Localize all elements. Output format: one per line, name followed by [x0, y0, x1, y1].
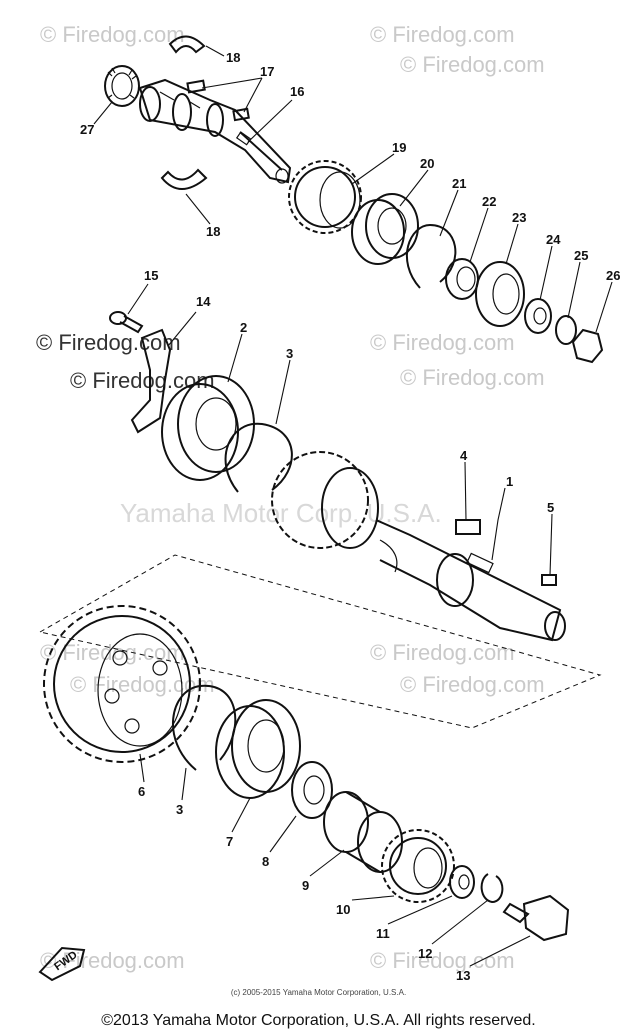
callout-3-lower: 3: [176, 802, 183, 817]
callout-3: 3: [286, 346, 293, 361]
callout-11: 11: [376, 926, 390, 941]
circlip-3-lower: [172, 684, 237, 771]
callout-12: 12: [418, 946, 432, 961]
callout-13: 13: [456, 968, 470, 983]
callout-14: 14: [196, 294, 211, 309]
watermark-firedog: © Firedog.com: [40, 948, 185, 973]
washer-24-hole: [533, 307, 547, 325]
watermark-group: © Firedog.com © Firedog.com © Firedog.co…: [36, 22, 545, 973]
callout-10: 10: [336, 902, 350, 917]
stopper-plate-14: [130, 328, 172, 434]
watermark-firedog: © Firedog.com: [370, 330, 515, 355]
circlip-3: [224, 422, 293, 493]
watermark-firedog-dark: © Firedog.com: [70, 368, 215, 393]
callout-20: 20: [420, 156, 434, 171]
watermark-firedog: © Firedog.com: [400, 672, 545, 697]
watermark-firedog: © Firedog.com: [400, 365, 545, 390]
callout-26: 26: [606, 268, 620, 283]
callout-4: 4: [460, 448, 468, 463]
bolt-15: [109, 311, 144, 334]
callout-6: 6: [138, 784, 145, 799]
callout-1: 1: [506, 474, 513, 489]
gear-19: [288, 160, 362, 234]
callout-labels: 1 2 3 4 5 6 3 7 8 9 10 11 12 13 14 15 16…: [80, 50, 620, 983]
shaft-1: [271, 451, 566, 642]
callout-21: 21: [452, 176, 466, 191]
callout-5: 5: [547, 500, 554, 515]
circlip-21: [405, 223, 457, 289]
bearing-20: [351, 193, 419, 265]
gear-10: [381, 829, 455, 903]
callout-7: 7: [226, 834, 233, 849]
callout-18-bottom: 18: [206, 224, 220, 239]
bolt-13: [502, 894, 570, 942]
callout-27: 27: [80, 122, 94, 137]
small-copyright: (c) 2005-2015 Yamaha Motor Corporation, …: [230, 988, 407, 997]
watermark-firedog: © Firedog.com: [370, 640, 515, 665]
shaft-16: [138, 78, 292, 184]
callout-15: 15: [144, 268, 158, 283]
needle-bearing-27: [104, 65, 140, 107]
washer-24: [524, 298, 552, 334]
spacer-22: [445, 258, 479, 300]
key-17: [186, 79, 206, 94]
callout-19: 19: [392, 140, 406, 155]
callout-18-top: 18: [226, 50, 240, 65]
leader-lines: [93, 45, 613, 967]
fwd-arrow-icon: FWD: [38, 946, 86, 982]
lock-washer-12: [480, 873, 504, 904]
callout-16: 16: [290, 84, 304, 99]
key-17: [232, 107, 250, 122]
callout-8: 8: [262, 854, 269, 869]
top-shaft-assembly: [104, 35, 604, 364]
watermark-firedog: © Firedog.com: [70, 672, 215, 697]
lock-washer-25: [555, 315, 577, 345]
watermark-yamaha: Yamaha Motor Corp. U.S.A.: [120, 498, 442, 528]
thrust-washer-18-bottom: [160, 168, 208, 190]
watermark-firedog: © Firedog.com: [370, 948, 515, 973]
callout-24: 24: [546, 232, 561, 247]
washer-11: [449, 865, 475, 899]
assembly-outline: [38, 554, 602, 729]
callout-23: 23: [512, 210, 526, 225]
callout-9: 9: [302, 878, 309, 893]
washer-11-hole: [458, 874, 470, 890]
watermark-firedog: © Firedog.com: [370, 22, 515, 47]
key-4: [455, 519, 481, 535]
oil-seal-23: [475, 261, 525, 327]
watermark-firedog: © Firedog.com: [40, 22, 185, 47]
callout-22: 22: [482, 194, 496, 209]
key-5: [541, 574, 557, 586]
watermark-firedog: © Firedog.com: [400, 52, 545, 77]
middle-shaft-assembly: [109, 311, 566, 642]
callout-17: 17: [260, 64, 274, 79]
footer-copyright: ©2013 Yamaha Motor Corporation, U.S.A. A…: [101, 1012, 536, 1029]
callout-2: 2: [240, 320, 247, 335]
callout-25: 25: [574, 248, 588, 263]
thrust-washer-18-top: [168, 35, 206, 54]
watermark-firedog-dark: © Firedog.com: [36, 330, 181, 355]
gear-6: [43, 605, 201, 763]
spacer-8: [291, 761, 333, 819]
nut-26: [571, 328, 604, 364]
